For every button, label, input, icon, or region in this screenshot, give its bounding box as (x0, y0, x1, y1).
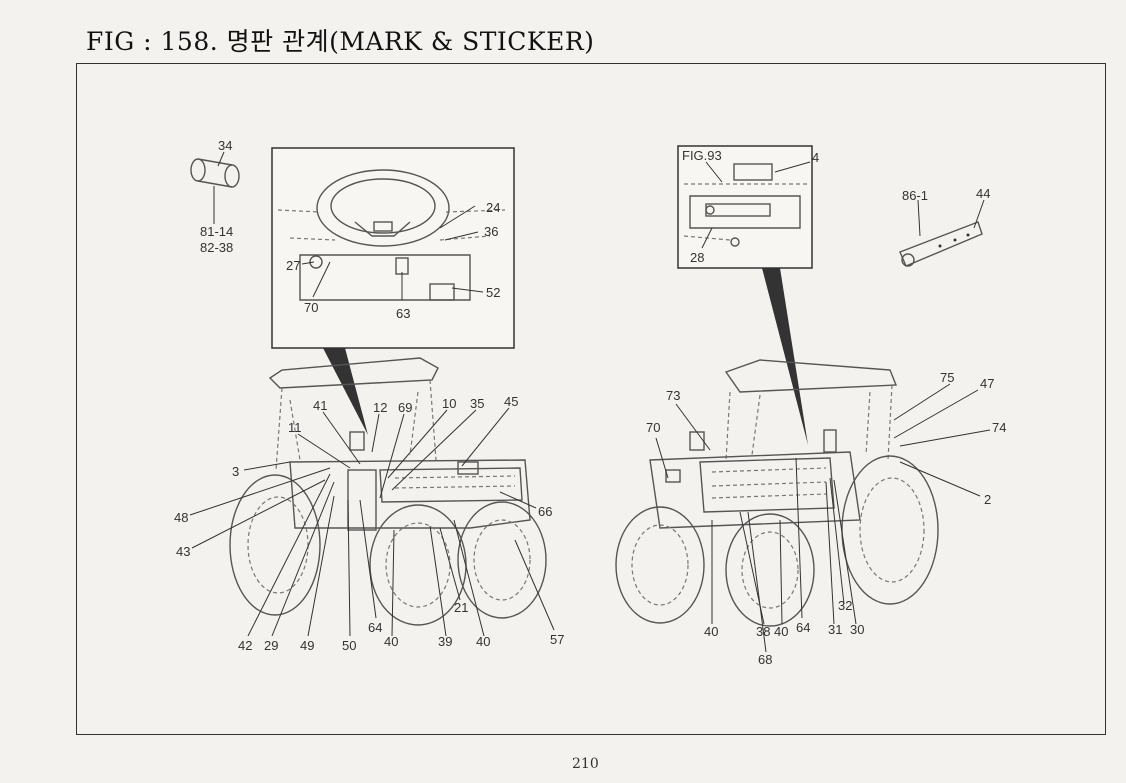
callout-75: 75 (940, 370, 954, 385)
callout-69: 69 (398, 400, 412, 415)
callout-24: 24 (486, 200, 500, 215)
callout-73: 73 (666, 388, 680, 403)
callout-64-left: 64 (368, 620, 382, 635)
callout-21: 21 (454, 600, 468, 615)
callout-29: 29 (264, 638, 278, 653)
callout-fig93: FIG.93 (682, 148, 722, 163)
instrument-panel-detail-inset (677, 145, 813, 269)
callout-38: 38 (756, 624, 770, 639)
callout-4: 4 (812, 150, 819, 165)
callout-44: 44 (976, 186, 990, 201)
callout-63: 63 (396, 306, 410, 321)
callout-31: 31 (828, 622, 842, 637)
right-leader-lines (655, 383, 991, 653)
callout-41: 41 (313, 398, 327, 413)
callout-36: 36 (484, 224, 498, 239)
page-number: 210 (572, 756, 599, 772)
callout-3: 3 (232, 464, 239, 479)
callout-48: 48 (174, 510, 188, 525)
callout-49: 49 (300, 638, 314, 653)
callout-40-left-b: 40 (476, 634, 490, 649)
callout-10: 10 (442, 396, 456, 411)
sticker-strip-part (899, 199, 985, 267)
left-leader-lines (189, 407, 555, 637)
callout-66: 66 (538, 504, 552, 519)
diagram-frame (76, 63, 1106, 735)
callout-68: 68 (758, 652, 772, 667)
callout-64-right: 64 (796, 620, 810, 635)
page-title: FIG : 158. 명판 관계(MARK & STICKER) (86, 27, 595, 56)
tractor-rear-right-view (615, 359, 939, 627)
dashboard-detail-inset (271, 147, 515, 349)
inset-pointer-right (762, 268, 808, 445)
tractor-front-left-view (229, 357, 547, 626)
callout-45: 45 (504, 394, 518, 409)
callout-30: 30 (850, 622, 864, 637)
callout-39: 39 (438, 634, 452, 649)
callout-70: 70 (646, 420, 660, 435)
sticker-roll-part (190, 151, 240, 224)
callout-32: 32 (838, 598, 852, 613)
callout-52: 52 (486, 285, 500, 300)
callout-81-14: 81-14 (200, 224, 233, 239)
callout-70-inset: 70 (304, 300, 318, 315)
callout-82-38: 82-38 (200, 240, 233, 255)
callout-34: 34 (218, 138, 232, 153)
callout-28: 28 (690, 250, 704, 265)
callout-74: 74 (992, 420, 1006, 435)
callout-42: 42 (238, 638, 252, 653)
callout-47: 47 (980, 376, 994, 391)
callout-86-1: 86-1 (902, 188, 928, 203)
callout-40-right-b: 40 (774, 624, 788, 639)
callout-40-right-a: 40 (704, 624, 718, 639)
callout-2: 2 (984, 492, 991, 507)
callout-12: 12 (373, 400, 387, 415)
callout-35: 35 (470, 396, 484, 411)
callout-11: 11 (288, 420, 302, 435)
inset-pointer (323, 348, 368, 435)
callout-50: 50 (342, 638, 356, 653)
callout-57: 57 (550, 632, 564, 647)
callout-43: 43 (176, 544, 190, 559)
callout-40-left-a: 40 (384, 634, 398, 649)
callout-27: 27 (286, 258, 300, 273)
